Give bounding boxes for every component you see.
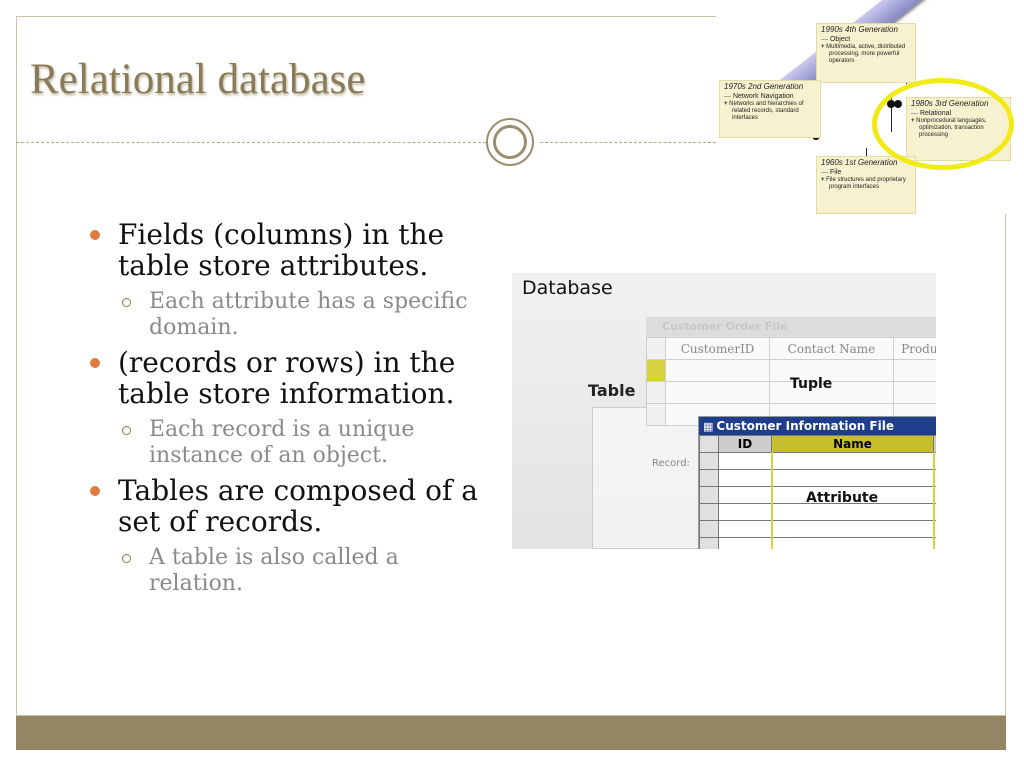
bullet-list: Fields (columns) in the table store attr… <box>88 216 488 603</box>
database-structure-figure: Database Table Customer Order File Custo… <box>512 273 936 549</box>
sub-bullet-item: A table is also called a relation. <box>88 545 488 597</box>
database-label: Database <box>522 277 613 299</box>
customer-order-title: Customer Order File <box>646 317 936 337</box>
timeline-gen1-box: 1960s 1st Generation File File structure… <box>816 156 916 214</box>
bullet-dot-icon <box>90 358 100 368</box>
sub-bullet-item: Each attribute has a specific domain. <box>88 289 488 341</box>
title-divider-left <box>16 142 486 143</box>
generation-highlight-circle <box>872 78 1014 170</box>
tuple-label: Tuple <box>790 376 833 392</box>
slide-title: Relational database <box>30 56 366 103</box>
customer-order-window: Customer Order File CustomerID Contact N… <box>646 317 936 477</box>
bullet-item: Tables are composed of a set of records. <box>88 475 488 537</box>
timeline-gen4-box: 1990s 4th Generation Object Multimedia, … <box>816 23 916 83</box>
title-divider-right <box>540 142 716 143</box>
timeline-gen2-box: 1970s 2nd Generation Network Navigation … <box>719 80 821 138</box>
sub-bullet-circle-icon <box>122 426 131 435</box>
table-label: Table <box>588 381 636 400</box>
customer-information-title-bar: ▦Customer Information File <box>699 417 936 435</box>
order-col-header: Produ <box>892 337 936 360</box>
customer-information-grid: ID Name <box>699 435 936 549</box>
record-navigator-label: Record: <box>652 458 690 469</box>
customer-information-window: ▦Customer Information File ID Name <box>698 416 936 549</box>
footer-bar <box>16 716 1006 750</box>
info-col-header: ID <box>718 435 772 453</box>
bullet-dot-icon <box>90 486 100 496</box>
bullet-dot-icon <box>90 230 100 240</box>
bullet-item: (records or rows) in the table store inf… <box>88 347 488 409</box>
sub-bullet-circle-icon <box>122 554 131 563</box>
sub-bullet-item: Each record is a unique instance of an o… <box>88 417 488 469</box>
sub-bullet-circle-icon <box>122 298 131 307</box>
order-col-header: CustomerID <box>664 337 771 360</box>
order-col-header: Contact Name <box>769 337 894 360</box>
info-col-header: Name <box>771 435 934 453</box>
table-icon: ▦ <box>703 420 714 433</box>
bullet-item: Fields (columns) in the table store attr… <box>88 219 488 281</box>
attribute-label: Attribute <box>806 490 879 506</box>
divider-ring-ornament <box>486 118 534 166</box>
selected-row-marker <box>646 359 666 382</box>
